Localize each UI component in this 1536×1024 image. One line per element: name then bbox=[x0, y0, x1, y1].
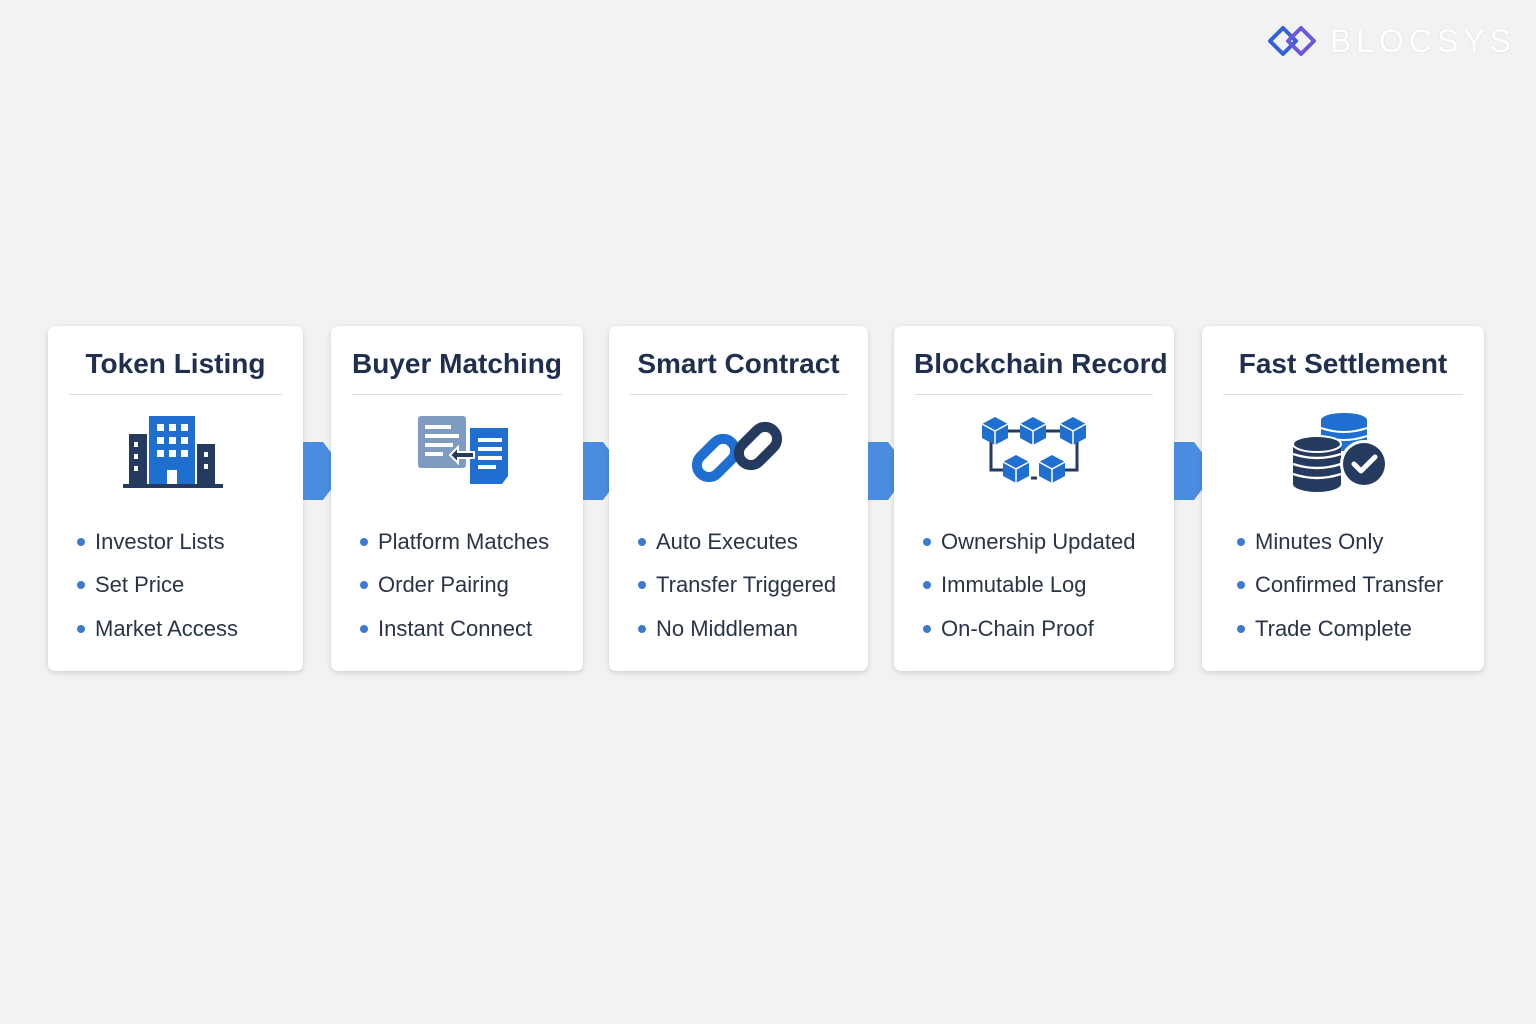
list-item: Investor Lists bbox=[77, 520, 238, 564]
bullet-dot bbox=[360, 581, 368, 590]
bullet-text: No Middleman bbox=[656, 615, 798, 641]
linked-blocks-icon bbox=[979, 412, 1089, 496]
step-card-fast-settlement: Fast Settlement bbox=[1202, 326, 1484, 671]
bullet-list: Platform Matches Order Pairing Instant C… bbox=[360, 520, 549, 651]
bullet-list: Ownership Updated Immutable Log On-Chain… bbox=[923, 520, 1135, 651]
list-item: Auto Executes bbox=[638, 520, 836, 564]
list-item: Trade Complete bbox=[1237, 607, 1443, 651]
step-card-blockchain-record: Blockchain Record bbox=[894, 326, 1174, 671]
document-exchange-icon bbox=[402, 412, 512, 496]
diamond-chain-logo-icon bbox=[1267, 26, 1316, 56]
step-title: Fast Settlement bbox=[1238, 348, 1448, 379]
bullet-text: Transfer Triggered bbox=[656, 572, 837, 598]
bullet-dot bbox=[638, 581, 646, 590]
bullet-dot bbox=[1237, 624, 1245, 633]
bullet-dot bbox=[360, 537, 368, 546]
title-divider bbox=[1223, 394, 1463, 395]
list-item: No Middleman bbox=[638, 607, 836, 651]
list-item: Market Access bbox=[77, 607, 238, 651]
step-title: Token Listing bbox=[85, 348, 266, 379]
brand: BLOCSYS bbox=[1266, 20, 1516, 62]
bullet-dot bbox=[360, 624, 368, 633]
bullet-text: Immutable Log bbox=[941, 572, 1087, 598]
flow-arrow-1 bbox=[303, 442, 345, 500]
list-item: Platform Matches bbox=[360, 520, 549, 564]
title-divider bbox=[915, 394, 1153, 395]
bullet-text: Market Access bbox=[95, 615, 239, 641]
list-item: Ownership Updated bbox=[923, 520, 1135, 564]
bullet-text: Ownership Updated bbox=[941, 528, 1136, 554]
bullet-dot bbox=[923, 537, 931, 546]
list-item: Minutes Only bbox=[1237, 520, 1443, 564]
flow-arrow-3 bbox=[868, 442, 910, 500]
bullet-text: On-Chain Proof bbox=[941, 615, 1094, 641]
bullet-text: Investor Lists bbox=[95, 528, 225, 554]
bullet-text: Confirmed Transfer bbox=[1255, 572, 1444, 598]
title-divider bbox=[352, 394, 562, 395]
bullet-dot bbox=[638, 537, 646, 546]
title-divider bbox=[69, 394, 282, 395]
bullet-dot bbox=[923, 624, 931, 633]
bullet-text: Set Price bbox=[95, 572, 185, 598]
bullet-dot bbox=[77, 537, 85, 546]
bullet-dot bbox=[77, 624, 85, 633]
bullet-text: Platform Matches bbox=[378, 528, 550, 554]
list-item: Immutable Log bbox=[923, 564, 1135, 608]
brand-name: BLOCSYS bbox=[1329, 22, 1516, 59]
step-card-token-listing: Token Listing Investor Lists Set P bbox=[48, 326, 303, 671]
list-item: Set Price bbox=[77, 564, 238, 608]
step-card-buyer-matching: Buyer Matching bbox=[331, 326, 583, 671]
bullet-dot bbox=[77, 581, 85, 590]
bullet-dot bbox=[638, 624, 646, 633]
bullet-dot bbox=[1237, 581, 1245, 590]
bullet-text: Instant Connect bbox=[378, 615, 533, 641]
list-item: Confirmed Transfer bbox=[1237, 564, 1443, 608]
list-item: Instant Connect bbox=[360, 607, 549, 651]
bullet-list: Auto Executes Transfer Triggered No Midd… bbox=[638, 520, 836, 651]
bullet-text: Trade Complete bbox=[1255, 615, 1412, 641]
step-card-smart-contract: Smart Contract Auto Executes Transfer Tr… bbox=[609, 326, 868, 671]
bullet-dot bbox=[1237, 537, 1245, 546]
step-title: Smart Contract bbox=[637, 348, 840, 379]
step-title: Blockchain Record bbox=[914, 348, 1168, 379]
bullet-list: Investor Lists Set Price Market Access bbox=[77, 520, 238, 651]
bullet-list: Minutes Only Confirmed Transfer Trade Co… bbox=[1237, 520, 1443, 651]
title-divider bbox=[630, 394, 847, 395]
list-item: On-Chain Proof bbox=[923, 607, 1135, 651]
bullet-text: Minutes Only bbox=[1255, 528, 1384, 554]
coins-checkmark-icon bbox=[1288, 412, 1398, 496]
flow-arrow-4 bbox=[1174, 442, 1216, 500]
chain-link-icon bbox=[684, 412, 794, 496]
step-title: Buyer Matching bbox=[351, 348, 563, 379]
bullet-text: Order Pairing bbox=[378, 572, 509, 598]
flow-arrow-2 bbox=[583, 442, 625, 500]
bullet-text: Auto Executes bbox=[656, 528, 798, 554]
list-item: Order Pairing bbox=[360, 564, 549, 608]
bullet-dot bbox=[923, 581, 931, 590]
list-item: Transfer Triggered bbox=[638, 564, 836, 608]
office-building-icon bbox=[121, 412, 231, 496]
